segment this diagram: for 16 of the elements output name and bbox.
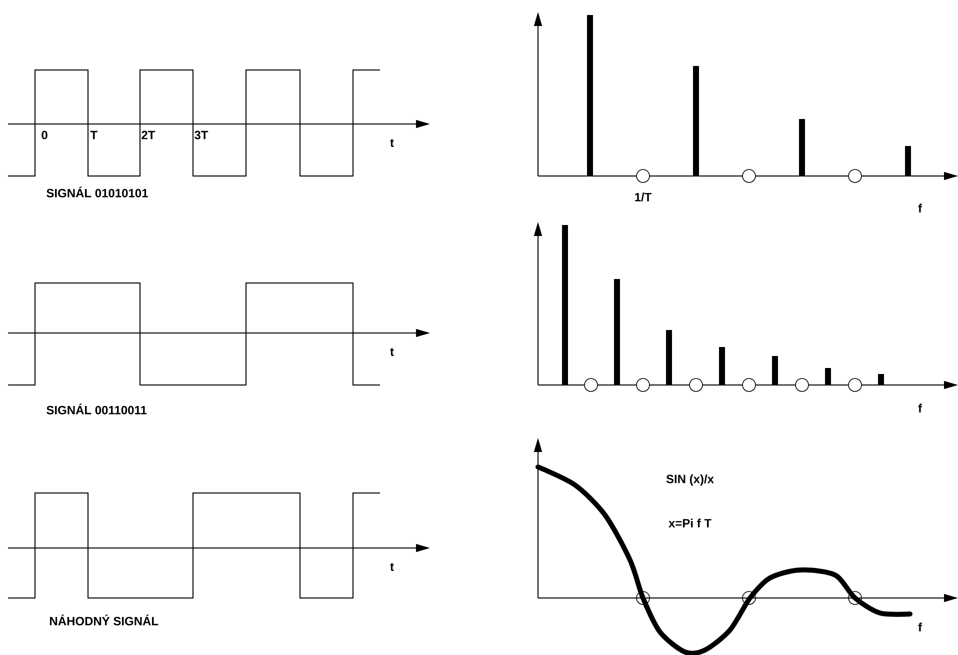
signal-caption: NÁHODNÝ SIGNÁL (50, 614, 158, 626)
tick-label: T (90, 130, 98, 140)
axis-label: f (918, 204, 922, 212)
signal-caption: SIGNÁL 01010101 (46, 186, 148, 198)
tick-label: 3T (194, 130, 208, 140)
axis-label: t (390, 139, 394, 147)
formula-text: SIN (x)/x (666, 474, 714, 486)
axis-label: f (918, 404, 922, 412)
formula-text: x=Pi f T (668, 518, 712, 528)
tick-label: 0 (42, 130, 48, 140)
signal-caption: SIGNÁL 00110011 (46, 404, 147, 414)
tick-label: 1/T (635, 192, 652, 202)
axis-label: f (918, 622, 922, 632)
tick-label: 2T (142, 130, 156, 140)
axis-label: t (390, 348, 394, 356)
axis-label: t (390, 563, 394, 571)
